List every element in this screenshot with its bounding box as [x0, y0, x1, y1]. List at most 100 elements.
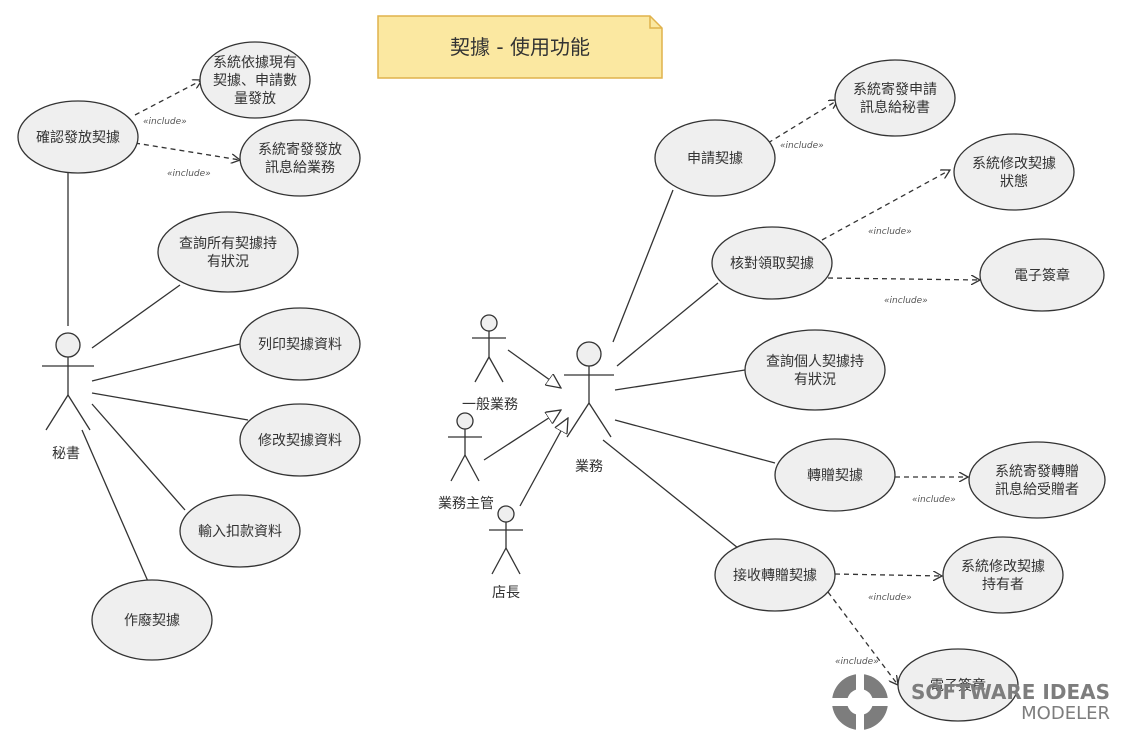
inc-verify-sign	[827, 278, 980, 280]
usecase-ellipse[interactable]	[953, 133, 1075, 211]
usecase-label: 系統修改契據	[961, 559, 1045, 575]
gen-store-manager	[519, 418, 568, 507]
watermark-line2: MODELER	[1021, 703, 1110, 724]
usecase-label: 電子簽章	[1014, 267, 1070, 284]
usecase-e-sign-1[interactable]: 電子簽章	[979, 238, 1105, 312]
assoc-sales-query-personal	[614, 369, 746, 391]
inc-confirm-msg	[134, 142, 240, 160]
actor-sales-manager[interactable]	[448, 412, 482, 482]
usecase-label: 接收轉贈契據	[733, 567, 817, 584]
assoc-sales-receive	[602, 439, 739, 549]
actor-store-manager[interactable]	[489, 505, 523, 575]
usecase-receive-transfer[interactable]: 接收轉贈契據	[714, 538, 836, 612]
usecase-ellipse[interactable]	[942, 536, 1064, 614]
usecase-ellipse[interactable]	[179, 494, 301, 568]
gen-sales-manager	[483, 410, 561, 461]
usecase-ellipse[interactable]	[711, 226, 833, 300]
usecase-label: 狀態	[1000, 174, 1028, 190]
actor-label-sales-manager: 業務主管	[438, 496, 494, 512]
usecase-ellipse[interactable]	[239, 119, 361, 197]
usecase-label: 系統修改契據	[972, 156, 1056, 172]
usecase-label: 查詢個人契據持	[766, 354, 864, 370]
usecase-ellipse[interactable]	[17, 100, 139, 174]
secretary-associations	[67, 165, 249, 587]
usecase-void-deed[interactable]: 作廢契據	[91, 579, 213, 661]
usecase-ellipse[interactable]	[714, 538, 836, 612]
usecase-ellipse[interactable]	[239, 403, 361, 477]
include-label: «include»	[884, 296, 928, 306]
usecase-label: 轉贈契據	[807, 468, 863, 484]
usecase-label: 有狀況	[207, 254, 249, 270]
usecase-ellipse[interactable]	[199, 41, 311, 119]
include-label: «include»	[167, 169, 211, 179]
watermark-logo	[830, 672, 890, 732]
usecase-label: 量發放	[234, 91, 276, 107]
title-note: 契據 - 使用功能	[377, 15, 663, 79]
usecase-label: 核對領取契據	[730, 255, 814, 272]
usecase-ellipse[interactable]	[834, 59, 956, 137]
assoc-sales-transfer	[614, 419, 776, 464]
usecase-label: 契據、申請數	[213, 73, 297, 89]
usecase-label: 作廢契據	[124, 612, 180, 629]
actor-sales[interactable]	[564, 341, 614, 438]
assoc-sales-apply	[612, 189, 674, 343]
usecase-label: 申請契據	[687, 151, 743, 167]
usecase-ellipse[interactable]	[897, 648, 1019, 722]
actor-label-secretary: 秘書	[52, 446, 80, 462]
actor-label-store-manager: 店長	[492, 585, 520, 601]
actor-general-sales[interactable]	[472, 314, 506, 383]
usecase-ellipse[interactable]	[91, 579, 213, 661]
usecase-e-sign-2[interactable]: 電子簽章	[897, 648, 1019, 722]
usecase-confirm-issue[interactable]: 確認發放契據	[17, 100, 139, 174]
actor-secretary[interactable]	[42, 332, 94, 431]
actor-label-general-sales: 一般業務	[462, 397, 518, 413]
usecase-print-data[interactable]: 列印契據資料	[239, 307, 361, 381]
include-label: «include»	[868, 227, 912, 237]
usecase-ellipse[interactable]	[157, 211, 299, 293]
inc-receive-sign	[827, 591, 898, 685]
usecase-ellipse[interactable]	[654, 119, 776, 197]
usecase-ellipse[interactable]	[239, 307, 361, 381]
gen-general-sales	[507, 349, 561, 388]
usecase-transfer[interactable]: 轉贈契據	[774, 438, 896, 512]
include-labels: «include» «include» «include» «include» …	[143, 117, 956, 667]
usecase-ellipse[interactable]	[979, 238, 1105, 312]
usecase-label: 訊息給業務	[265, 159, 335, 176]
usecase-label: 修改契據資料	[258, 433, 342, 449]
usecase-label: 持有者	[982, 577, 1024, 593]
usecase-ellipse[interactable]	[968, 441, 1106, 519]
include-label: «include»	[912, 495, 956, 505]
usecase-label: 電子簽章	[930, 677, 986, 694]
include-label: «include»	[143, 117, 187, 127]
usecase-label: 查詢所有契據持	[179, 236, 277, 252]
generalizations	[483, 349, 568, 507]
assoc-secretary-print	[91, 343, 241, 382]
usecase-label: 有狀況	[794, 372, 836, 388]
usecase-apply-deed[interactable]: 申請契據	[654, 119, 776, 197]
diagram-title: 契據 - 使用功能	[450, 35, 590, 59]
assoc-secretary-input	[91, 403, 186, 511]
include-dependencies	[134, 80, 980, 685]
usecase-label: 系統寄發轉贈	[995, 463, 1079, 480]
usecase-input-deduct[interactable]: 輸入扣款資料	[179, 494, 301, 568]
inc-apply-msg	[767, 100, 838, 144]
usecase-ellipse[interactable]	[744, 329, 886, 411]
usecase-verify-receive[interactable]: 核對領取契據	[711, 226, 833, 300]
usecase-ellipse[interactable]	[774, 438, 896, 512]
usecase-modify-data[interactable]: 修改契據資料	[239, 403, 361, 477]
usecase-label: 輸入扣款資料	[198, 524, 282, 540]
assoc-sales-verify	[616, 282, 719, 367]
watermark-line1: SOFTWARE IDEAS	[911, 680, 1110, 704]
inc-confirm-stock	[134, 80, 202, 116]
usecase-label: 系統寄發申請	[853, 81, 937, 98]
inc-verify-status	[821, 170, 950, 241]
